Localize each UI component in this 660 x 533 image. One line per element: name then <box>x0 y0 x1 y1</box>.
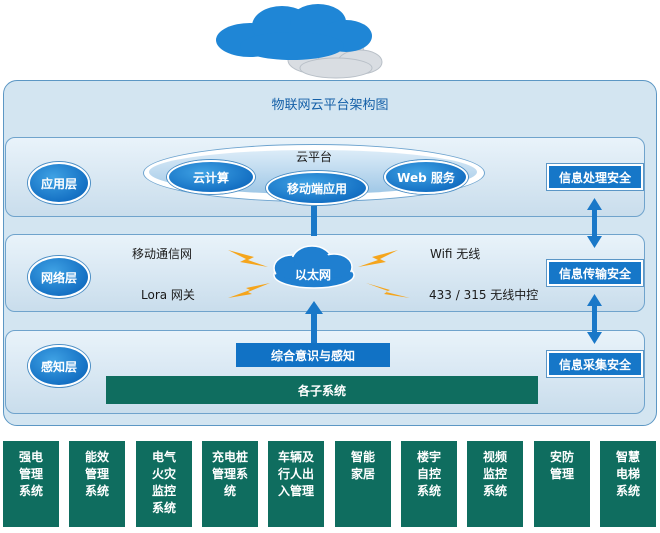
network-layer-label: 网络层 <box>28 256 90 298</box>
system-box: 智能 家居 <box>335 441 391 527</box>
system-box: 楼宇 自控 系统 <box>401 441 457 527</box>
double-arrow-icon <box>587 198 602 344</box>
diagram-title: 物联网云平台架构图 <box>271 98 389 113</box>
system-box: 能效 管理 系统 <box>69 441 125 527</box>
integrated-perception-bar: 综合意识与感知 <box>236 343 390 367</box>
system-box: 车辆及 行人出 入管理 <box>268 441 324 527</box>
mobile-app-node: 移动端应用 <box>266 171 368 205</box>
system-box: 智慧 电梯 系统 <box>600 441 656 527</box>
web-service-node: Web 服务 <box>384 160 468 194</box>
up-arrow-icon <box>305 206 323 344</box>
lora-gateway-label: Lora 网关 <box>141 288 195 302</box>
mobile-network-label: 移动通信网 <box>132 247 193 261</box>
system-box: 视频 监控 系统 <box>467 441 523 527</box>
perception-layer-label: 感知层 <box>28 345 90 387</box>
wifi-label: Wifi 无线 <box>430 247 481 261</box>
subsystems-bar: 各子系统 <box>106 376 538 404</box>
info-transmission-security: 信息传输安全 <box>547 260 643 286</box>
system-box: 强电 管理 系统 <box>3 441 59 527</box>
info-processing-security: 信息处理安全 <box>547 164 643 190</box>
cloud-icon <box>216 4 383 79</box>
system-box: 安防 管理 <box>534 441 590 527</box>
application-layer-label: 应用层 <box>28 162 90 204</box>
info-collection-security: 信息采集安全 <box>547 351 643 377</box>
system-box: 电气 火灾 监控 系统 <box>136 441 192 527</box>
lightning-arrow-icon <box>228 250 410 298</box>
system-box: 充电桩 管理系 统 <box>202 441 258 527</box>
cloud-platform-label: 云平台 <box>296 150 333 164</box>
cloud-computing-node: 云计算 <box>167 160 255 194</box>
wireless-433-label: 433 / 315 无线中控 <box>429 288 539 302</box>
ethernet-label: 以太网 <box>295 268 332 282</box>
